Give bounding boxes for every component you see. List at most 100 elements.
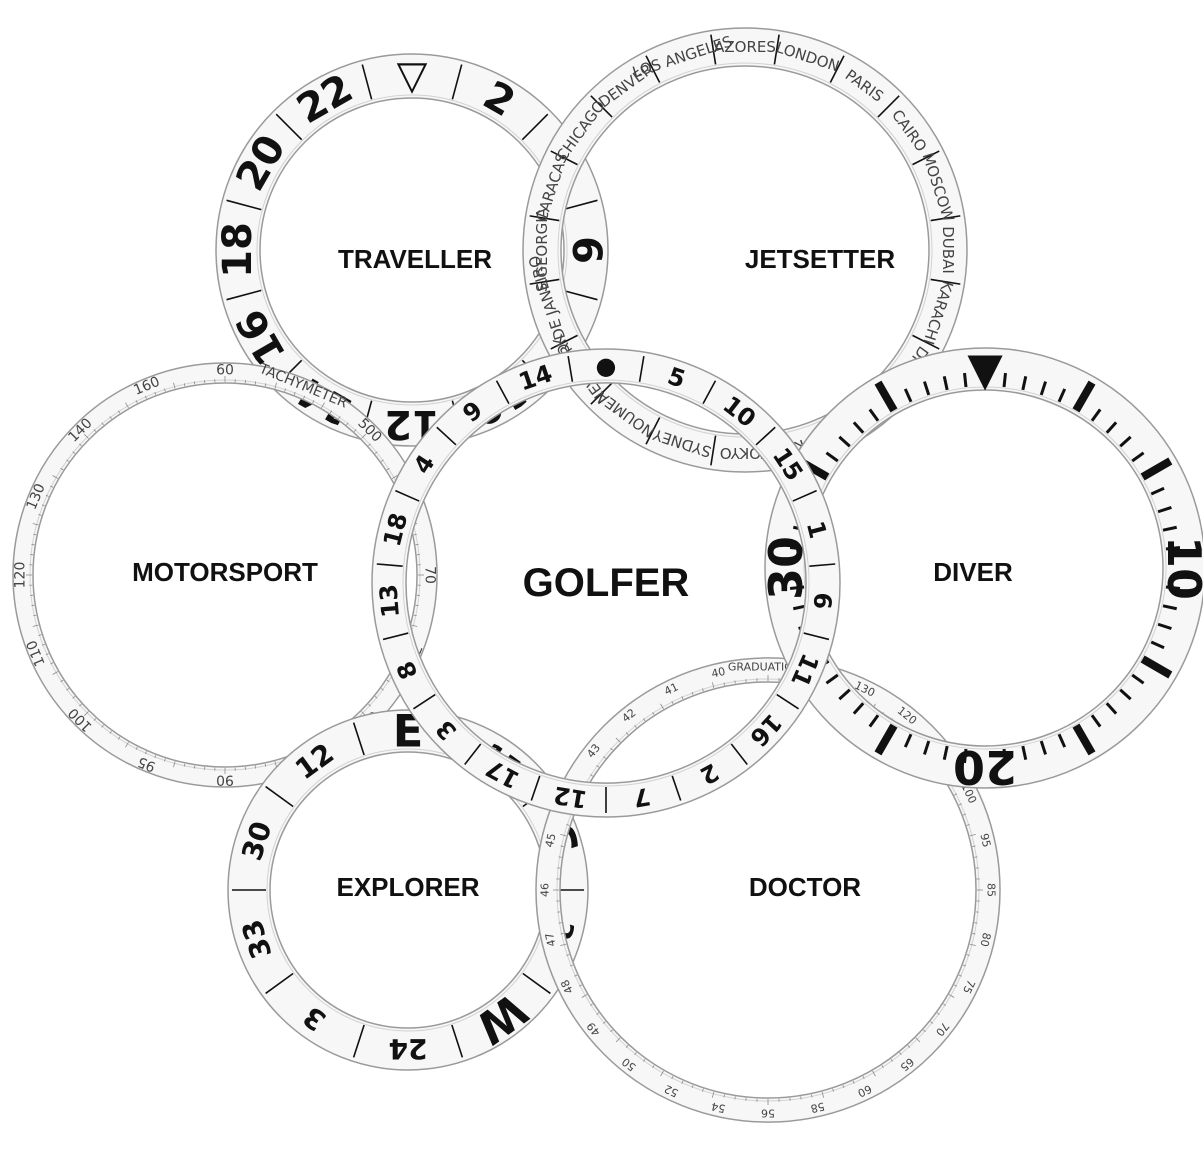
bezel-motorsport-tick [72,696,76,699]
bezel-traveller-tick [275,113,303,141]
bezel-golfer-tick [803,632,830,641]
bezel-diver-tick [1165,585,1181,590]
bezel-doctor-tick [811,1094,813,1098]
bezel-traveller-tick [226,289,262,301]
bezel-golfer-tick [776,693,799,710]
bezel-motorsport-tick [374,696,378,699]
bezel-diver-tick [868,408,880,422]
bezel-diver-marker: 20 [953,740,1017,794]
bezel-jetsetter-tick [877,95,900,118]
bezel-doctor-tick [625,732,629,735]
bezel-doctor-tick [652,711,655,715]
bezel-motorsport-tick [391,475,398,479]
bezel-motorsport-tick [117,410,121,414]
bezel-motorsport-label: MOTORSPORT [132,557,318,587]
bezel-diver-tick [838,688,851,701]
bezel-motorsport-tick [60,467,64,471]
bezel-motorsport-tick [135,746,138,750]
bezel-doctor-tick [581,994,588,998]
bezel-motorsport-tick [303,395,306,399]
bezel-doctor-tick [578,984,582,987]
bezel-golfer-marker: 6 [808,591,837,610]
bezel-doctor-tick [566,954,570,956]
bezel-motorsport-tick [321,402,325,409]
bezel-diver-tick [868,714,880,728]
bezel-traveller-marker: ▽ [397,53,428,99]
bezel-motorsport-tick [84,434,89,439]
bezel-jetsetter-tick [710,435,717,466]
bezel-doctor-tick [972,845,976,847]
bezel-doctor-tick [948,994,955,998]
bezel-motorsport-tick [45,653,49,656]
bezel-diver-tick [1162,525,1178,532]
bezel-traveller-inner-edge [256,94,568,406]
bezel-golfer-tick [567,356,574,382]
bezel-golfer-ring [371,348,841,818]
bezel-motorsport-tick [93,718,97,721]
bezel-doctor-tick [852,1080,855,1084]
bezel-motorsport-tick [368,443,371,447]
bezel-motorsport-tick [101,724,104,728]
bezel-doctor-tick [943,1003,947,1006]
bezel-motorsport-tick [60,679,64,683]
bezel-doctor-tick [569,964,574,967]
bezel-motorsport-tick [329,410,333,414]
bezel-diver-tick [963,372,968,388]
bezel-diver-tick [1165,546,1181,551]
bezel-motorsport-tick [144,751,147,755]
bezel-doctor-tick [872,1070,876,1077]
bezel-motorsport-tick [274,761,277,768]
bezel-doctor-marker: 47 [543,931,559,948]
bezel-diver-tick [1057,388,1067,403]
bezel-diver-tick [1150,486,1165,496]
bezel-doctor-tick [966,954,970,956]
bezel-doctor-tick [589,774,593,777]
bezel-motorsport-tick [109,730,112,734]
bezel-motorsport-tick [413,614,417,617]
bezel-motorsport-tick [183,763,186,767]
bezel-motorsport-tick [264,763,267,767]
bezel-golfer-marker: 12 [552,780,590,813]
bezel-motorsport-tick [72,451,76,454]
bezel-motorsport-tick [361,434,366,439]
bezel-motorsport-tick [38,514,42,516]
bezel-jetsetter-tick [912,334,940,350]
bezel-motorsport-tick [164,388,166,392]
bezel-doctor-tick [681,1080,684,1084]
bezel-doctor-tick [566,824,570,826]
bezel-motorsport-tick [79,703,82,707]
bezel-doctor-marker: 85 [984,883,997,897]
bezel-jetsetter-tick [590,95,613,118]
bezel-diver-tick [1021,745,1028,761]
bezel-doctor-tick [969,833,976,837]
bezel-diver-tick [1105,421,1118,434]
bezel-doctor-tick [907,1045,911,1048]
bezel-motorsport-tick [41,643,45,646]
bezel-motorsport-tick [109,416,112,420]
bezel-golfer-tick [638,356,645,382]
bezel-doctor: GRADUATIONS15013012011010095858075706560… [535,657,1001,1123]
bezel-golfer-tick [671,775,682,801]
bezel-golfer-marker: 13 [374,583,405,619]
bezel-doctor-marker: 75 [960,978,978,996]
bezel-motorsport-tick [380,688,384,691]
bezel-motorsport-tick [52,475,59,479]
bezel-motorsport-tick [154,755,157,759]
bezel-motorsport-tick [173,382,176,389]
bezel-doctor-tick [610,1029,613,1033]
bezel-doctor-tick [691,1084,694,1089]
bezel-doctor-marker: 54 [710,1099,727,1115]
bezel-explorer-tick [265,972,294,995]
bezel-explorer-tick [352,722,365,756]
bezel-traveller-label: TRAVELLER [338,244,492,274]
bezel-explorer-marker: 24 [389,1033,428,1066]
bezel-doctor-tick [862,1076,865,1080]
bezel-doctor-tick [930,1021,934,1024]
bezel-doctor-tick [634,724,637,728]
bezel-doctor-marker: 95 [977,832,993,849]
bezel-motorsport-tick [50,485,54,488]
bezel-golfer-tick [730,743,748,765]
bezel-diver-tick [789,585,805,590]
bezel-doctor-tick [723,1094,725,1098]
